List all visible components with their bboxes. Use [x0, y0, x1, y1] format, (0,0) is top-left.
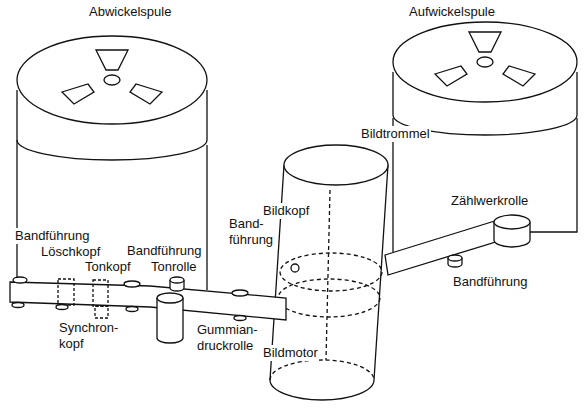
part-label: Tonrolle — [150, 259, 198, 275]
tape-band — [10, 282, 286, 320]
reel-flange — [393, 22, 577, 102]
guide-roller — [124, 281, 140, 287]
part-label: Zählwerkrolle — [450, 193, 529, 209]
reel-hub — [477, 57, 493, 67]
pinch-roller — [157, 293, 183, 303]
reel-hole — [62, 84, 94, 104]
part-label: Abwickelspule — [88, 4, 172, 20]
drum-top — [284, 145, 388, 185]
video-head — [291, 264, 299, 272]
guide-roller — [13, 277, 27, 283]
reel-hole — [435, 66, 467, 86]
hidden-tape-wrap — [280, 253, 382, 291]
drum-axis — [326, 190, 330, 360]
part-label: Band- führung — [228, 216, 274, 247]
reel-hole — [96, 50, 128, 70]
reel-hole — [469, 32, 501, 52]
sync-head — [95, 306, 108, 318]
erase-head — [58, 279, 74, 305]
part-label: Gummian- druckrolle — [196, 322, 259, 353]
guide-roller — [56, 305, 68, 310]
motor-split — [278, 279, 380, 317]
reel-hole — [130, 84, 162, 104]
capstan — [170, 277, 184, 283]
part-label: Synchron- kopf — [58, 320, 119, 351]
part-label: Bildtrommel — [360, 126, 431, 142]
pinch-roller — [157, 298, 183, 343]
part-label: Löschkopf — [40, 244, 101, 260]
guide-roller — [232, 290, 248, 296]
guide-roller — [126, 307, 138, 312]
audio-head — [93, 280, 108, 306]
part-label: Bandführung — [452, 274, 528, 290]
drum-body — [270, 165, 388, 400]
guide-roller — [448, 255, 462, 261]
reel-flange — [17, 36, 207, 124]
tape-band — [385, 220, 502, 275]
part-label: Bandführung — [14, 228, 90, 244]
tape-edge — [528, 118, 577, 232]
counter-roller — [494, 215, 530, 229]
reel-hub — [104, 75, 120, 85]
hidden-edge — [270, 360, 374, 380]
part-label: Aufwickelspule — [408, 4, 496, 20]
guide-roller — [12, 303, 24, 308]
part-label: Tonkopf — [84, 259, 132, 275]
reel-hole — [503, 66, 535, 86]
guide-roller — [234, 316, 246, 321]
tape-edge — [16, 140, 17, 280]
part-label: Bildmotor — [262, 345, 319, 361]
tape-edge — [206, 145, 207, 290]
part-label: Bandführung — [126, 243, 202, 259]
